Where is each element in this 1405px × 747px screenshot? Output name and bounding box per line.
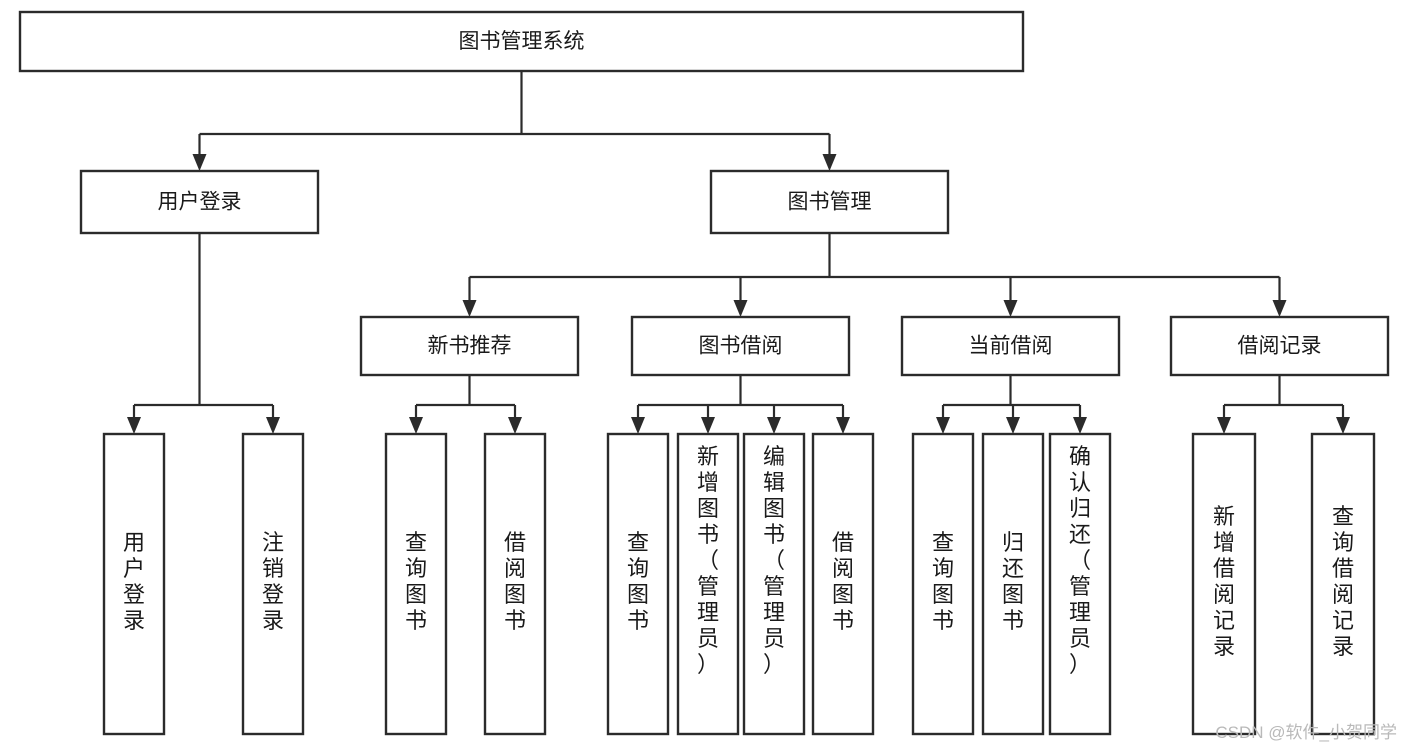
- conn-user-login-arrow-0: [127, 417, 141, 434]
- node-leaf-11-box: [1191, 432, 1257, 736]
- node-leaf-4[interactable]: 查询图书: [606, 432, 670, 736]
- node-leaf-8-label: 查询图书: [932, 530, 954, 633]
- node-leaf-2-label: 查询图书: [405, 530, 427, 633]
- conn-new-book-recommend-arrow-1: [508, 417, 522, 434]
- conn-root-arrow-0: [192, 154, 207, 171]
- node-leaf-1-box: [241, 432, 305, 736]
- node-leaf-1[interactable]: 注销登录: [241, 432, 305, 736]
- node-leaf-4-box: [606, 432, 670, 736]
- node-level2-1[interactable]: 图书管理: [709, 169, 950, 235]
- node-level3-1[interactable]: 图书借阅: [630, 315, 851, 377]
- conn-borrow-record-arrow-0: [1217, 417, 1231, 434]
- conn-book-borrow-arrow-3: [836, 417, 850, 434]
- conn-bookmanage-arrow-0: [462, 300, 477, 317]
- node-level3-1-label: 图书借阅: [699, 335, 783, 358]
- node-leaf-5-box: [676, 432, 740, 736]
- node-leaf-6-label: 编辑图书（管理员）: [763, 444, 785, 677]
- connector-layer: [127, 71, 1350, 434]
- node-level3-2[interactable]: 当前借阅: [900, 315, 1121, 377]
- node-level3-3-label: 借阅记录: [1238, 335, 1322, 358]
- node-level3-0[interactable]: 新书推荐: [359, 315, 580, 377]
- node-leaf-8-box: [911, 432, 975, 736]
- node-leaf-3[interactable]: 借阅图书: [483, 432, 547, 736]
- node-leaf-7-label: 借阅图书: [832, 530, 854, 633]
- node-leaf-9[interactable]: 归还图书: [981, 432, 1045, 736]
- node-level2-1-box: [709, 169, 950, 235]
- conn-current-borrow-arrow-2: [1073, 417, 1087, 434]
- node-leaf-12[interactable]: 查询借阅记录: [1310, 432, 1376, 736]
- node-leaf-3-label: 借阅图书: [504, 530, 526, 633]
- node-layer: 图书管理系统用户登录图书管理新书推荐图书借阅当前借阅借阅记录用户登录注销登录查询…: [18, 10, 1390, 736]
- node-leaf-7-box: [811, 432, 875, 736]
- node-leaf-4-label: 查询图书: [627, 530, 649, 633]
- node-root-label: 图书管理系统: [459, 30, 585, 53]
- conn-new-book-recommend-arrow-0: [409, 417, 423, 434]
- node-leaf-9-box: [981, 432, 1045, 736]
- node-level3-0-box: [359, 315, 580, 377]
- conn-current-borrow-arrow-1: [1006, 417, 1020, 434]
- node-leaf-8[interactable]: 查询图书: [911, 432, 975, 736]
- node-leaf-10[interactable]: 确认归还（管理员）: [1048, 432, 1112, 736]
- node-leaf-9-label: 归还图书: [1002, 530, 1024, 633]
- node-level2-0-box: [79, 169, 320, 235]
- conn-bookmanage-arrow-2: [1003, 300, 1018, 317]
- node-leaf-0[interactable]: 用户登录: [102, 432, 166, 736]
- node-leaf-5-label: 新增图书（管理员）: [697, 444, 719, 677]
- conn-bookmanage-arrow-3: [1272, 300, 1287, 317]
- conn-user-login-arrow-1: [266, 417, 280, 434]
- node-leaf-6-box: [742, 432, 806, 736]
- node-level2-0[interactable]: 用户登录: [79, 169, 320, 235]
- node-level2-0-label: 用户登录: [158, 191, 242, 214]
- conn-book-borrow-arrow-0: [631, 417, 645, 434]
- node-level3-3-box: [1169, 315, 1390, 377]
- node-leaf-11-label: 新增借阅记录: [1213, 504, 1235, 659]
- node-leaf-2-box: [384, 432, 448, 736]
- node-leaf-5[interactable]: 新增图书（管理员）: [676, 432, 740, 736]
- node-leaf-12-box: [1310, 432, 1376, 736]
- node-leaf-1-label: 注销登录: [262, 530, 284, 633]
- node-leaf-10-label: 确认归还（管理员）: [1069, 444, 1091, 677]
- node-leaf-7[interactable]: 借阅图书: [811, 432, 875, 736]
- node-level3-1-box: [630, 315, 851, 377]
- node-leaf-0-box: [102, 432, 166, 736]
- node-leaf-2[interactable]: 查询图书: [384, 432, 448, 736]
- node-level3-2-box: [900, 315, 1121, 377]
- node-leaf-11[interactable]: 新增借阅记录: [1191, 432, 1257, 736]
- node-leaf-10-box: [1048, 432, 1112, 736]
- conn-root-arrow-1: [822, 154, 837, 171]
- conn-bookmanage-arrow-1: [733, 300, 748, 317]
- node-level3-3[interactable]: 借阅记录: [1169, 315, 1390, 377]
- node-leaf-3-box: [483, 432, 547, 736]
- conn-borrow-record-arrow-1: [1336, 417, 1350, 434]
- node-level2-1-label: 图书管理: [788, 191, 872, 214]
- node-root-box: [18, 10, 1025, 73]
- node-root[interactable]: 图书管理系统: [18, 10, 1025, 73]
- node-leaf-12-label: 查询借阅记录: [1332, 504, 1354, 659]
- conn-book-borrow-arrow-1: [701, 417, 715, 434]
- node-leaf-0-label: 用户登录: [123, 530, 145, 633]
- conn-current-borrow-arrow-0: [936, 417, 950, 434]
- conn-book-borrow-arrow-2: [767, 417, 781, 434]
- node-level3-0-label: 新书推荐: [428, 335, 512, 358]
- node-leaf-6[interactable]: 编辑图书（管理员）: [742, 432, 806, 736]
- csdn-watermark: CSDN @软件_小贺同学: [1215, 723, 1397, 742]
- node-level3-2-label: 当前借阅: [969, 335, 1053, 358]
